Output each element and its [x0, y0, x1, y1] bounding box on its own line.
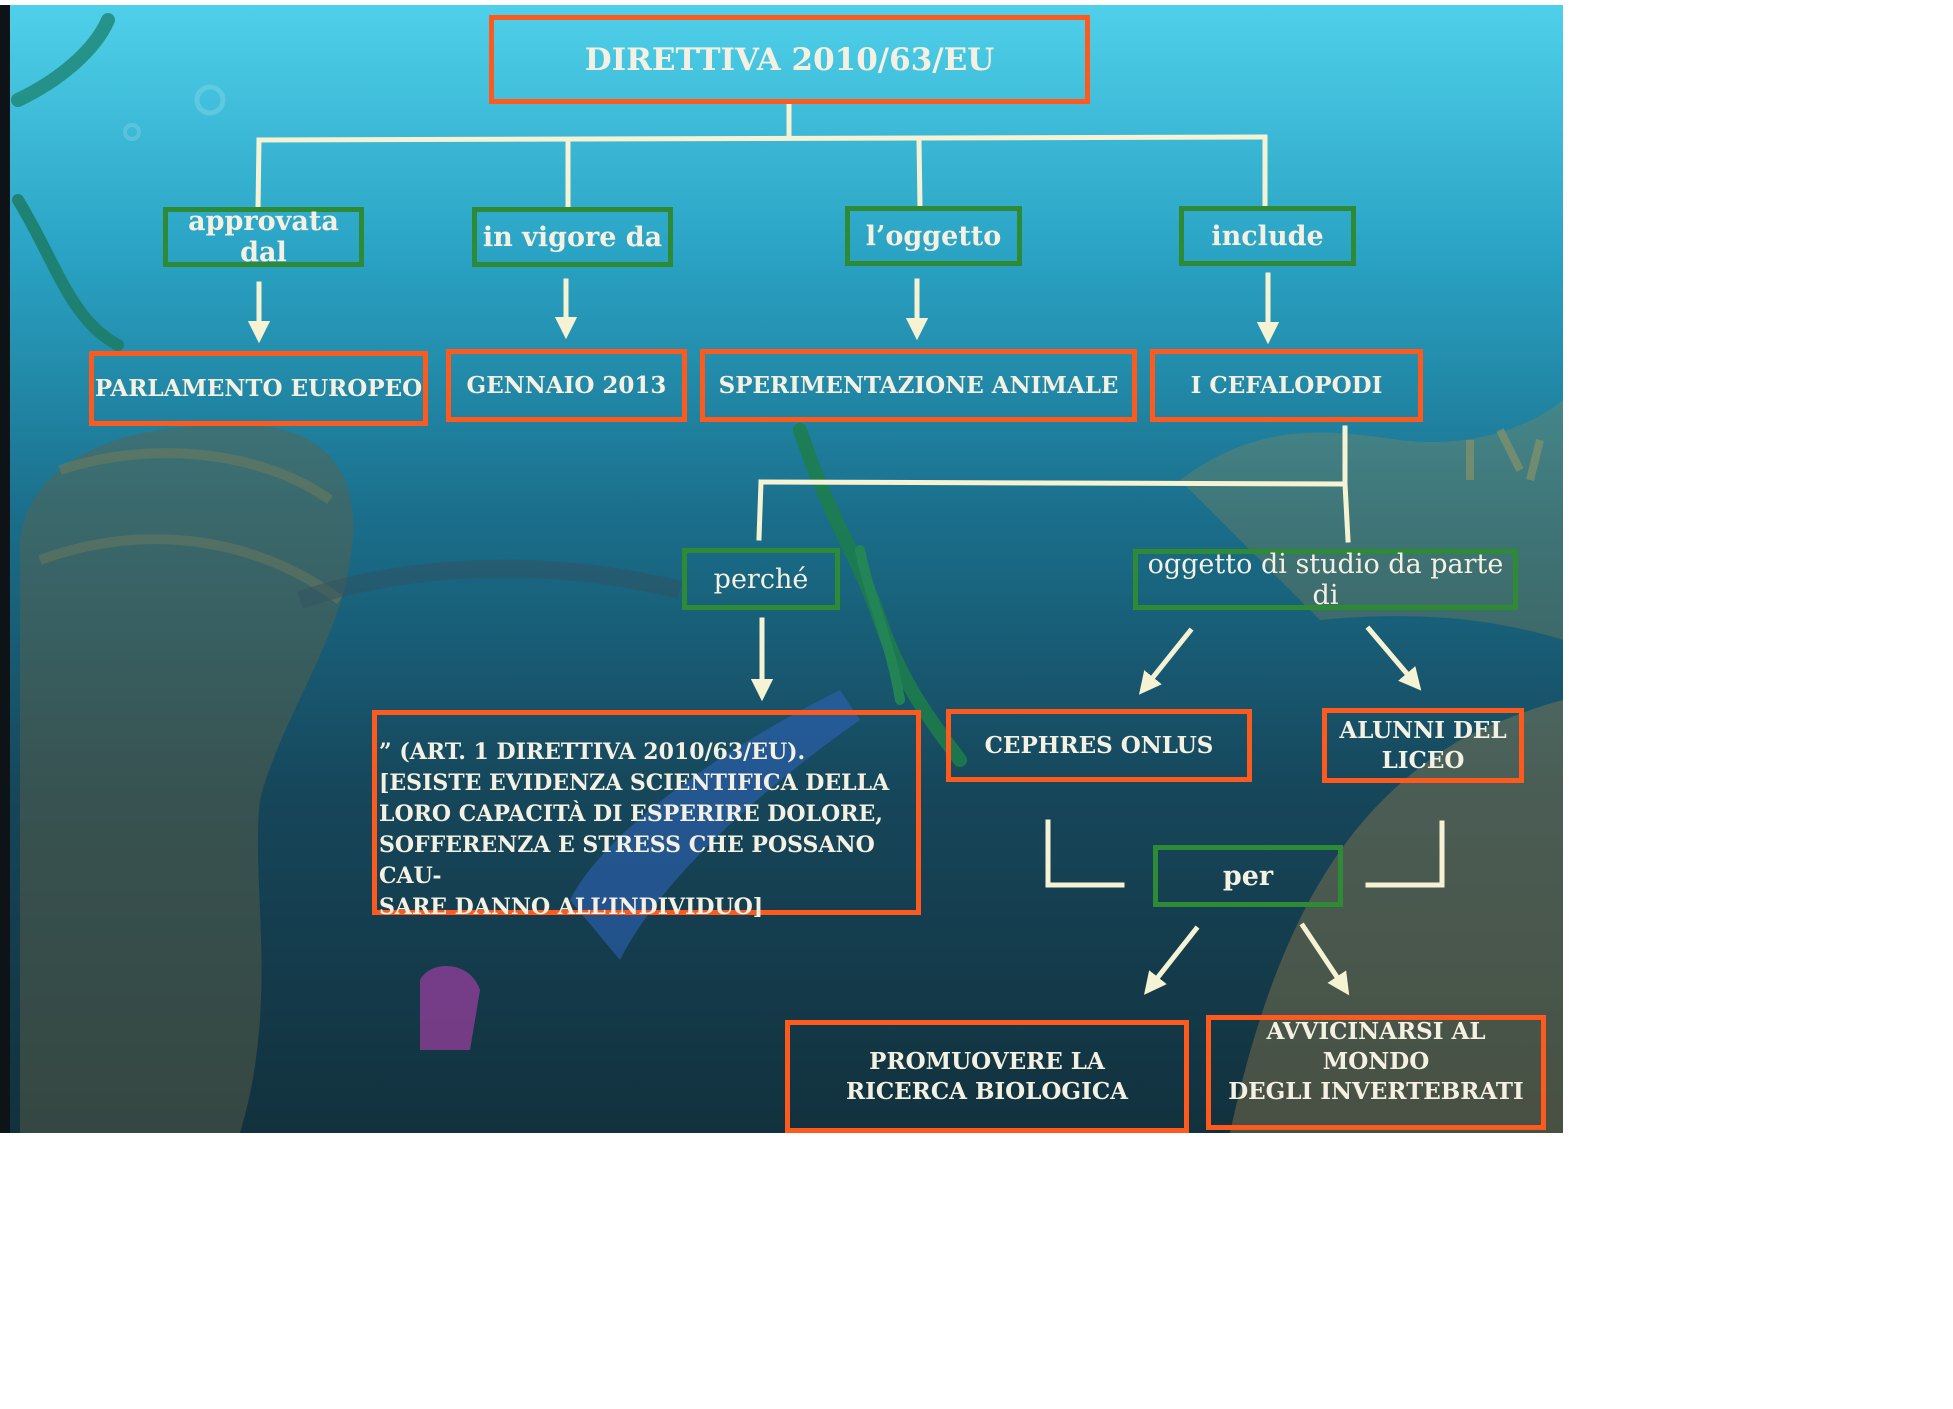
node-students: ALUNNI DEL LICEO — [1322, 708, 1524, 783]
node-date: GENNAIO 2013 — [446, 349, 687, 422]
node-parliament: PARLAMENTO EUROPEO — [89, 351, 428, 426]
title-text: DIRETTIVA 2010/63/EU — [584, 41, 995, 78]
underwater-background — [0, 5, 1563, 1133]
node-cephres: CEPHRES ONLUS — [946, 709, 1252, 782]
link-includes: include — [1179, 206, 1356, 266]
node-cephalopods: I CEFALOPODI — [1150, 349, 1423, 422]
node-invertebrates: AVVICINARSI AL MONDO DEGLI INVERTEBRATI — [1206, 1015, 1546, 1130]
node-research: PROMUOVERE LA RICERCA BIOLOGICA — [785, 1020, 1189, 1133]
title-box: DIRETTIVA 2010/63/EU — [489, 15, 1090, 104]
node-experimentation: SPERIMENTAZIONE ANIMALE — [700, 349, 1137, 422]
link-studied-by: oggetto di studio da parte di — [1133, 549, 1518, 611]
link-for: per — [1153, 845, 1343, 907]
node-reason-quote: ” (ART. 1 DIRETTIVA 2010/63/EU). [ESISTE… — [372, 710, 921, 920]
decor — [11, 13, 1563, 1133]
link-in-force-from: in vigore da — [472, 207, 673, 267]
link-approved-by: approvata dal — [163, 206, 364, 268]
concept-map: DIRETTIVA 2010/63/EU approvata dal in vi… — [0, 5, 1563, 1133]
link-because: perché — [682, 548, 840, 610]
link-subject: l’oggetto — [845, 206, 1022, 266]
connectors — [247, 99, 1445, 996]
